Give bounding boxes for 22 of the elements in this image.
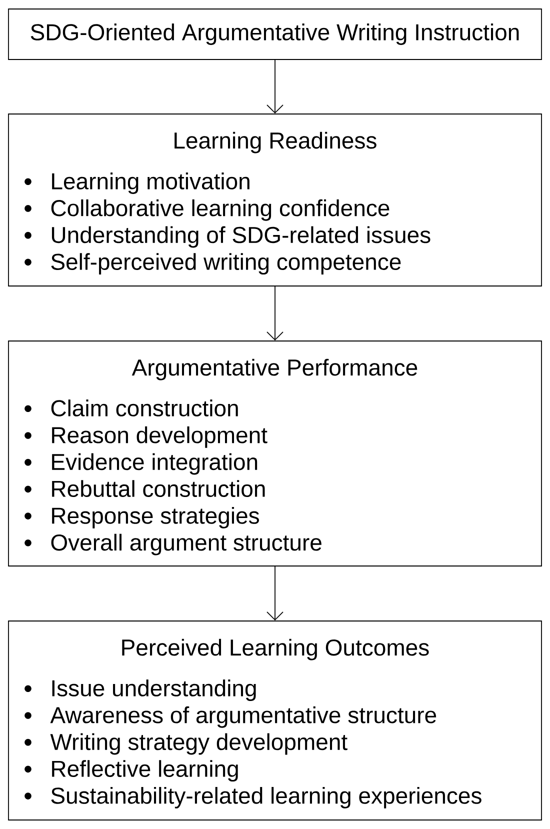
arrow xyxy=(266,60,284,114)
list-item: Evidence integration xyxy=(52,453,258,475)
list-item: Learning motivation xyxy=(52,172,250,194)
list-item: Understanding of SDG-related issues xyxy=(52,226,430,248)
list-item: Rebuttal construction xyxy=(52,480,265,497)
box-heading: Learning Readiness xyxy=(174,132,376,154)
list-item: Writing strategy development xyxy=(50,733,348,755)
list-item: Overall argument structure xyxy=(51,534,322,556)
list-item: Response strategies xyxy=(52,506,259,528)
list-item: Issue understanding xyxy=(52,680,256,701)
list-item: Reflective learning xyxy=(52,760,238,782)
list-item: Self-perceived writing competence xyxy=(51,253,401,275)
arrow xyxy=(266,566,284,621)
process-box: SDG-Oriented Argumentative Writing Instruction xyxy=(8,8,542,60)
box-heading: Perceived Learning Outcomes xyxy=(122,638,429,660)
list-item: Sustainability-related learning experiences xyxy=(51,786,482,808)
box-heading: Argumentative Performance xyxy=(132,358,418,380)
list-item: Collaborative learning confidence xyxy=(51,199,390,221)
list-item: Awareness of argumentative structure xyxy=(50,706,436,728)
list-item: Reason development xyxy=(52,426,268,448)
arrow xyxy=(266,286,284,341)
list-item: Claim construction xyxy=(51,400,238,416)
